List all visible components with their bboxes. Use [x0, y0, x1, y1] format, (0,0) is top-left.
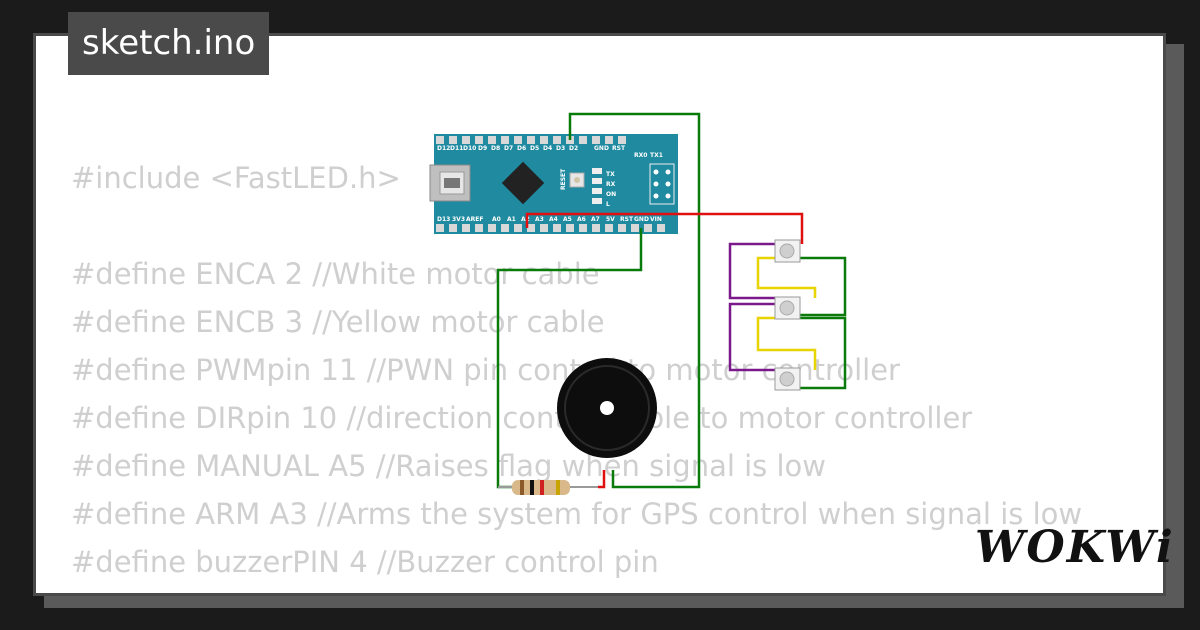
- pin-label-top: D5: [530, 145, 539, 152]
- usb-connector: [429, 164, 471, 202]
- led-tx: [592, 168, 602, 174]
- wire-red-buzzer[interactable]: [598, 470, 606, 489]
- tx-label: TX: [606, 171, 615, 178]
- pin-label-bottom: D13: [437, 216, 450, 223]
- resistor[interactable]: [498, 480, 598, 495]
- code-line: #define ENCB 3 //Yellow motor cable: [71, 305, 605, 339]
- led-on: [592, 188, 602, 194]
- pin-label-top: D3: [556, 145, 565, 152]
- neopixel-led-1[interactable]: [774, 239, 801, 263]
- preview-card[interactable]: #include <FastLED.h> #define ENCA 2 //Whi…: [33, 33, 1166, 596]
- tx1-label: TX1: [650, 152, 663, 159]
- neopixel-led-2[interactable]: [774, 296, 801, 320]
- pin-label-top: D6: [517, 145, 526, 152]
- pin-label-bottom: A0: [492, 216, 501, 223]
- pin-label-bottom: 3V3: [452, 216, 465, 223]
- file-title-tab: sketch.ino: [68, 12, 270, 75]
- wires: [496, 112, 847, 489]
- pin-label-bottom: A1: [507, 216, 516, 223]
- wire-red-5v[interactable]: [525, 212, 804, 244]
- pin-label-top: D12: [437, 145, 450, 152]
- code-line: #include <FastLED.h>: [71, 161, 401, 195]
- led-rx: [592, 178, 602, 184]
- buzzer[interactable]: [557, 358, 657, 458]
- pin-label-bottom: A2: [521, 216, 530, 223]
- pin-label-bottom: VIN: [650, 216, 662, 223]
- rx-label: RX: [606, 181, 616, 188]
- pin-label-top: D10: [463, 145, 476, 152]
- pin-label-bottom: RST: [620, 216, 634, 223]
- pin-label-top: D2: [569, 145, 578, 152]
- pin-label-top: D9: [478, 145, 487, 152]
- pin-label-bottom: A3: [535, 216, 544, 223]
- neopixel-led-3[interactable]: [774, 367, 801, 391]
- board-body: [434, 134, 678, 234]
- pin-label-bottom: A6: [577, 216, 586, 223]
- wire-green-buzzer[interactable]: [568, 112, 701, 489]
- wire-green-led-1[interactable]: [800, 256, 847, 317]
- reset-label: RESET: [560, 168, 567, 190]
- pin-label-bottom: 5V: [606, 216, 615, 223]
- bottom-pin-header: [436, 224, 665, 232]
- pin-label-top: D8: [491, 145, 500, 152]
- pin-label-top: D7: [504, 145, 513, 152]
- pin-label-bottom: GND: [634, 216, 649, 223]
- pin-label-bottom: A5: [563, 216, 572, 223]
- wire-yellow-2[interactable]: [756, 316, 817, 370]
- top-pin-header: [436, 136, 626, 144]
- pin-label-bottom: A7: [591, 216, 600, 223]
- code-line: #define ARM A3 //Arms the system for GPS…: [71, 497, 1083, 531]
- code-line: #define buzzerPIN 4 //Buzzer control pin: [71, 545, 659, 579]
- pin-label-top: RST: [612, 145, 626, 152]
- arduino-nano-board[interactable]: D12 D11 D10 D9 D8 D7 D6 D5 D4 D3 D2 GND …: [429, 134, 678, 234]
- pin-label-bottom: AREF: [466, 216, 483, 223]
- code-preview: #include <FastLED.h> #define ENCA 2 //Whi…: [71, 154, 1083, 593]
- wire-green-led-2[interactable]: [800, 316, 847, 390]
- wokwi-logo: WOKWi: [975, 522, 1175, 573]
- code-line: #define ENCA 2 //White motor cable: [71, 257, 600, 291]
- code-line: #define DIRpin 10 //direction control ca…: [71, 401, 973, 435]
- led-l: [592, 198, 602, 204]
- code-line: #define MANUAL A5 //Raises flag when sig…: [71, 449, 827, 483]
- wire-yellow-1[interactable]: [756, 256, 817, 298]
- l-label: L: [606, 201, 610, 208]
- pin-label-bottom: A4: [549, 216, 558, 223]
- pin-label-top: D11: [450, 145, 463, 152]
- wire-purple-1[interactable]: [728, 242, 775, 300]
- wire-purple-2[interactable]: [728, 302, 775, 372]
- rx0-label: RX0: [634, 152, 647, 159]
- pin-label-top: GND: [594, 145, 609, 152]
- pin-label-top: D4: [543, 145, 552, 152]
- reset-button-cap: [574, 177, 580, 183]
- on-label: ON: [606, 191, 616, 198]
- icsp-header: [649, 163, 675, 205]
